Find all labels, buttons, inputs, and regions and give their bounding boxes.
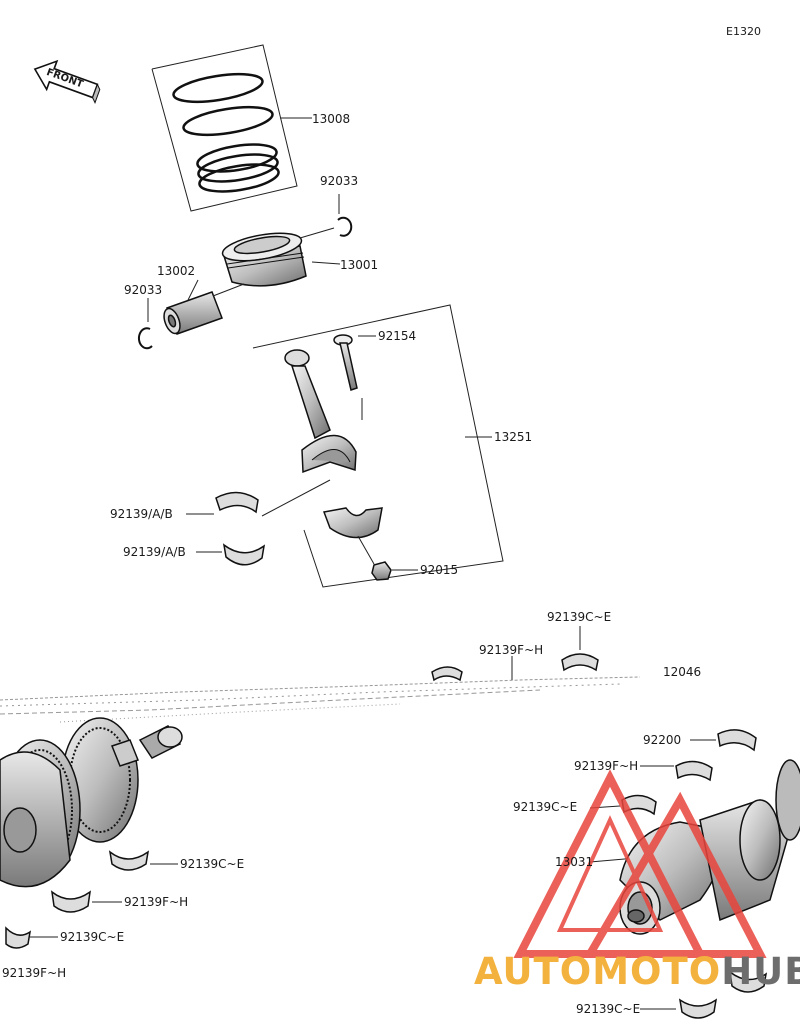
bearing-shell-icon [215, 491, 266, 566]
conrod-box [252, 304, 504, 588]
part-label[interactable]: 92139C~E [547, 610, 612, 624]
part-label[interactable]: 13031 [555, 855, 594, 869]
part-label[interactable]: 92139C~E [576, 1002, 641, 1016]
bearing-shell-icon [621, 729, 768, 1019]
part-label[interactable]: 92139C~E [513, 800, 578, 814]
watermark-logo-icon [513, 769, 767, 958]
watermark: AUTOMOTOHUB [474, 950, 800, 993]
part-label[interactable]: 12046 [663, 665, 702, 679]
part-label[interactable]: 13008 [312, 112, 351, 126]
part-label[interactable]: 92139F~H [574, 759, 639, 773]
part-label[interactable]: 92154 [378, 329, 417, 343]
crankshaft-left-icon [0, 717, 183, 888]
part-label[interactable]: 92015 [420, 563, 459, 577]
diagram-code: E1320 [726, 25, 761, 38]
part-label[interactable]: 92139F~H [2, 966, 67, 980]
part-label[interactable]: 92033 [124, 283, 163, 297]
part-label[interactable]: 92139F~H [124, 895, 189, 909]
bearing-shell-icon [431, 653, 599, 682]
leader-lines [30, 117, 716, 1010]
part-label[interactable]: 13001 [340, 258, 379, 272]
conrod-cap-icon [322, 507, 383, 539]
connecting-rod-icon [284, 349, 357, 474]
scan-noise [0, 676, 641, 723]
part-label[interactable]: 92139/A/B [123, 545, 186, 559]
part-label[interactable]: 13251 [494, 430, 533, 444]
watermark-part2: HUB [721, 950, 800, 993]
piston-rings-icon [172, 72, 280, 193]
piston-ring-box [151, 44, 298, 212]
nut-icon [371, 561, 392, 581]
part-label[interactable]: 92033 [320, 174, 359, 188]
front-arrow-icon [33, 59, 101, 104]
part-label[interactable]: 92139C~E [180, 857, 245, 871]
circlip-icon [138, 216, 353, 350]
piston-icon [221, 232, 307, 287]
part-label[interactable]: 92139/A/B [110, 507, 173, 521]
watermark-part1: AUTOMOTO [474, 950, 722, 993]
part-label[interactable]: 92139C~E [60, 930, 125, 944]
part-label[interactable]: 13002 [157, 264, 196, 278]
part-label[interactable]: 92139F~H [479, 643, 544, 657]
conrod-bolt-icon [333, 334, 358, 391]
bearing-shell-icon [5, 850, 150, 949]
piston-pin-icon [163, 291, 223, 335]
part-label[interactable]: 92200 [643, 733, 682, 747]
